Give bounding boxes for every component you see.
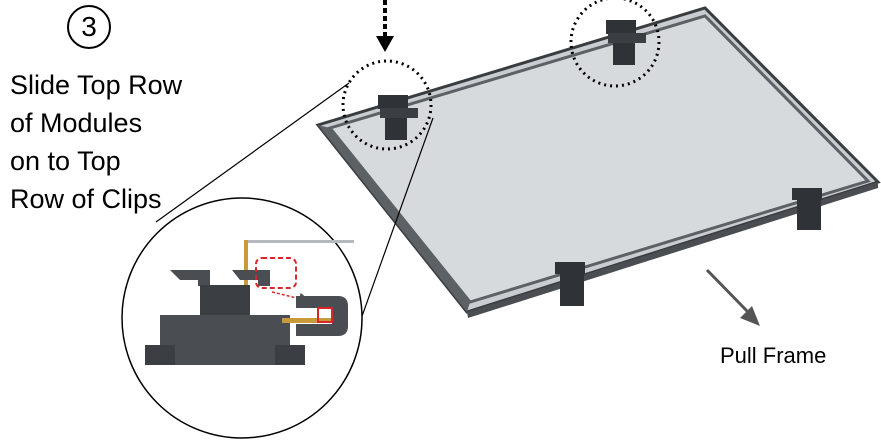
- highlight-circle-top-right: [569, 0, 661, 88]
- instruction-line-4: Row of Clips: [10, 184, 162, 214]
- instruction-line-1: Slide Top Row: [10, 70, 183, 100]
- step-number-badge: 3: [67, 5, 111, 49]
- instruction-text: Slide Top Row of Modules on to Top Row o…: [10, 66, 250, 218]
- top-left-clip: [378, 95, 418, 140]
- instruction-line-3: on to Top: [10, 146, 121, 176]
- top-right-clip: [606, 20, 646, 65]
- step-number: 3: [81, 11, 97, 42]
- bottom-clip: [555, 262, 585, 306]
- pull-frame-label: Pull Frame: [720, 343, 827, 368]
- detail-magnifier: [121, 197, 363, 439]
- right-clip: [792, 188, 822, 230]
- solar-panel-frame: [315, 6, 881, 318]
- highlight-circle-top-left: [341, 59, 433, 151]
- insert-direction-arrow: [376, 0, 394, 52]
- pull-arrow: [705, 268, 750, 314]
- instruction-line-2: of Modules: [10, 108, 143, 138]
